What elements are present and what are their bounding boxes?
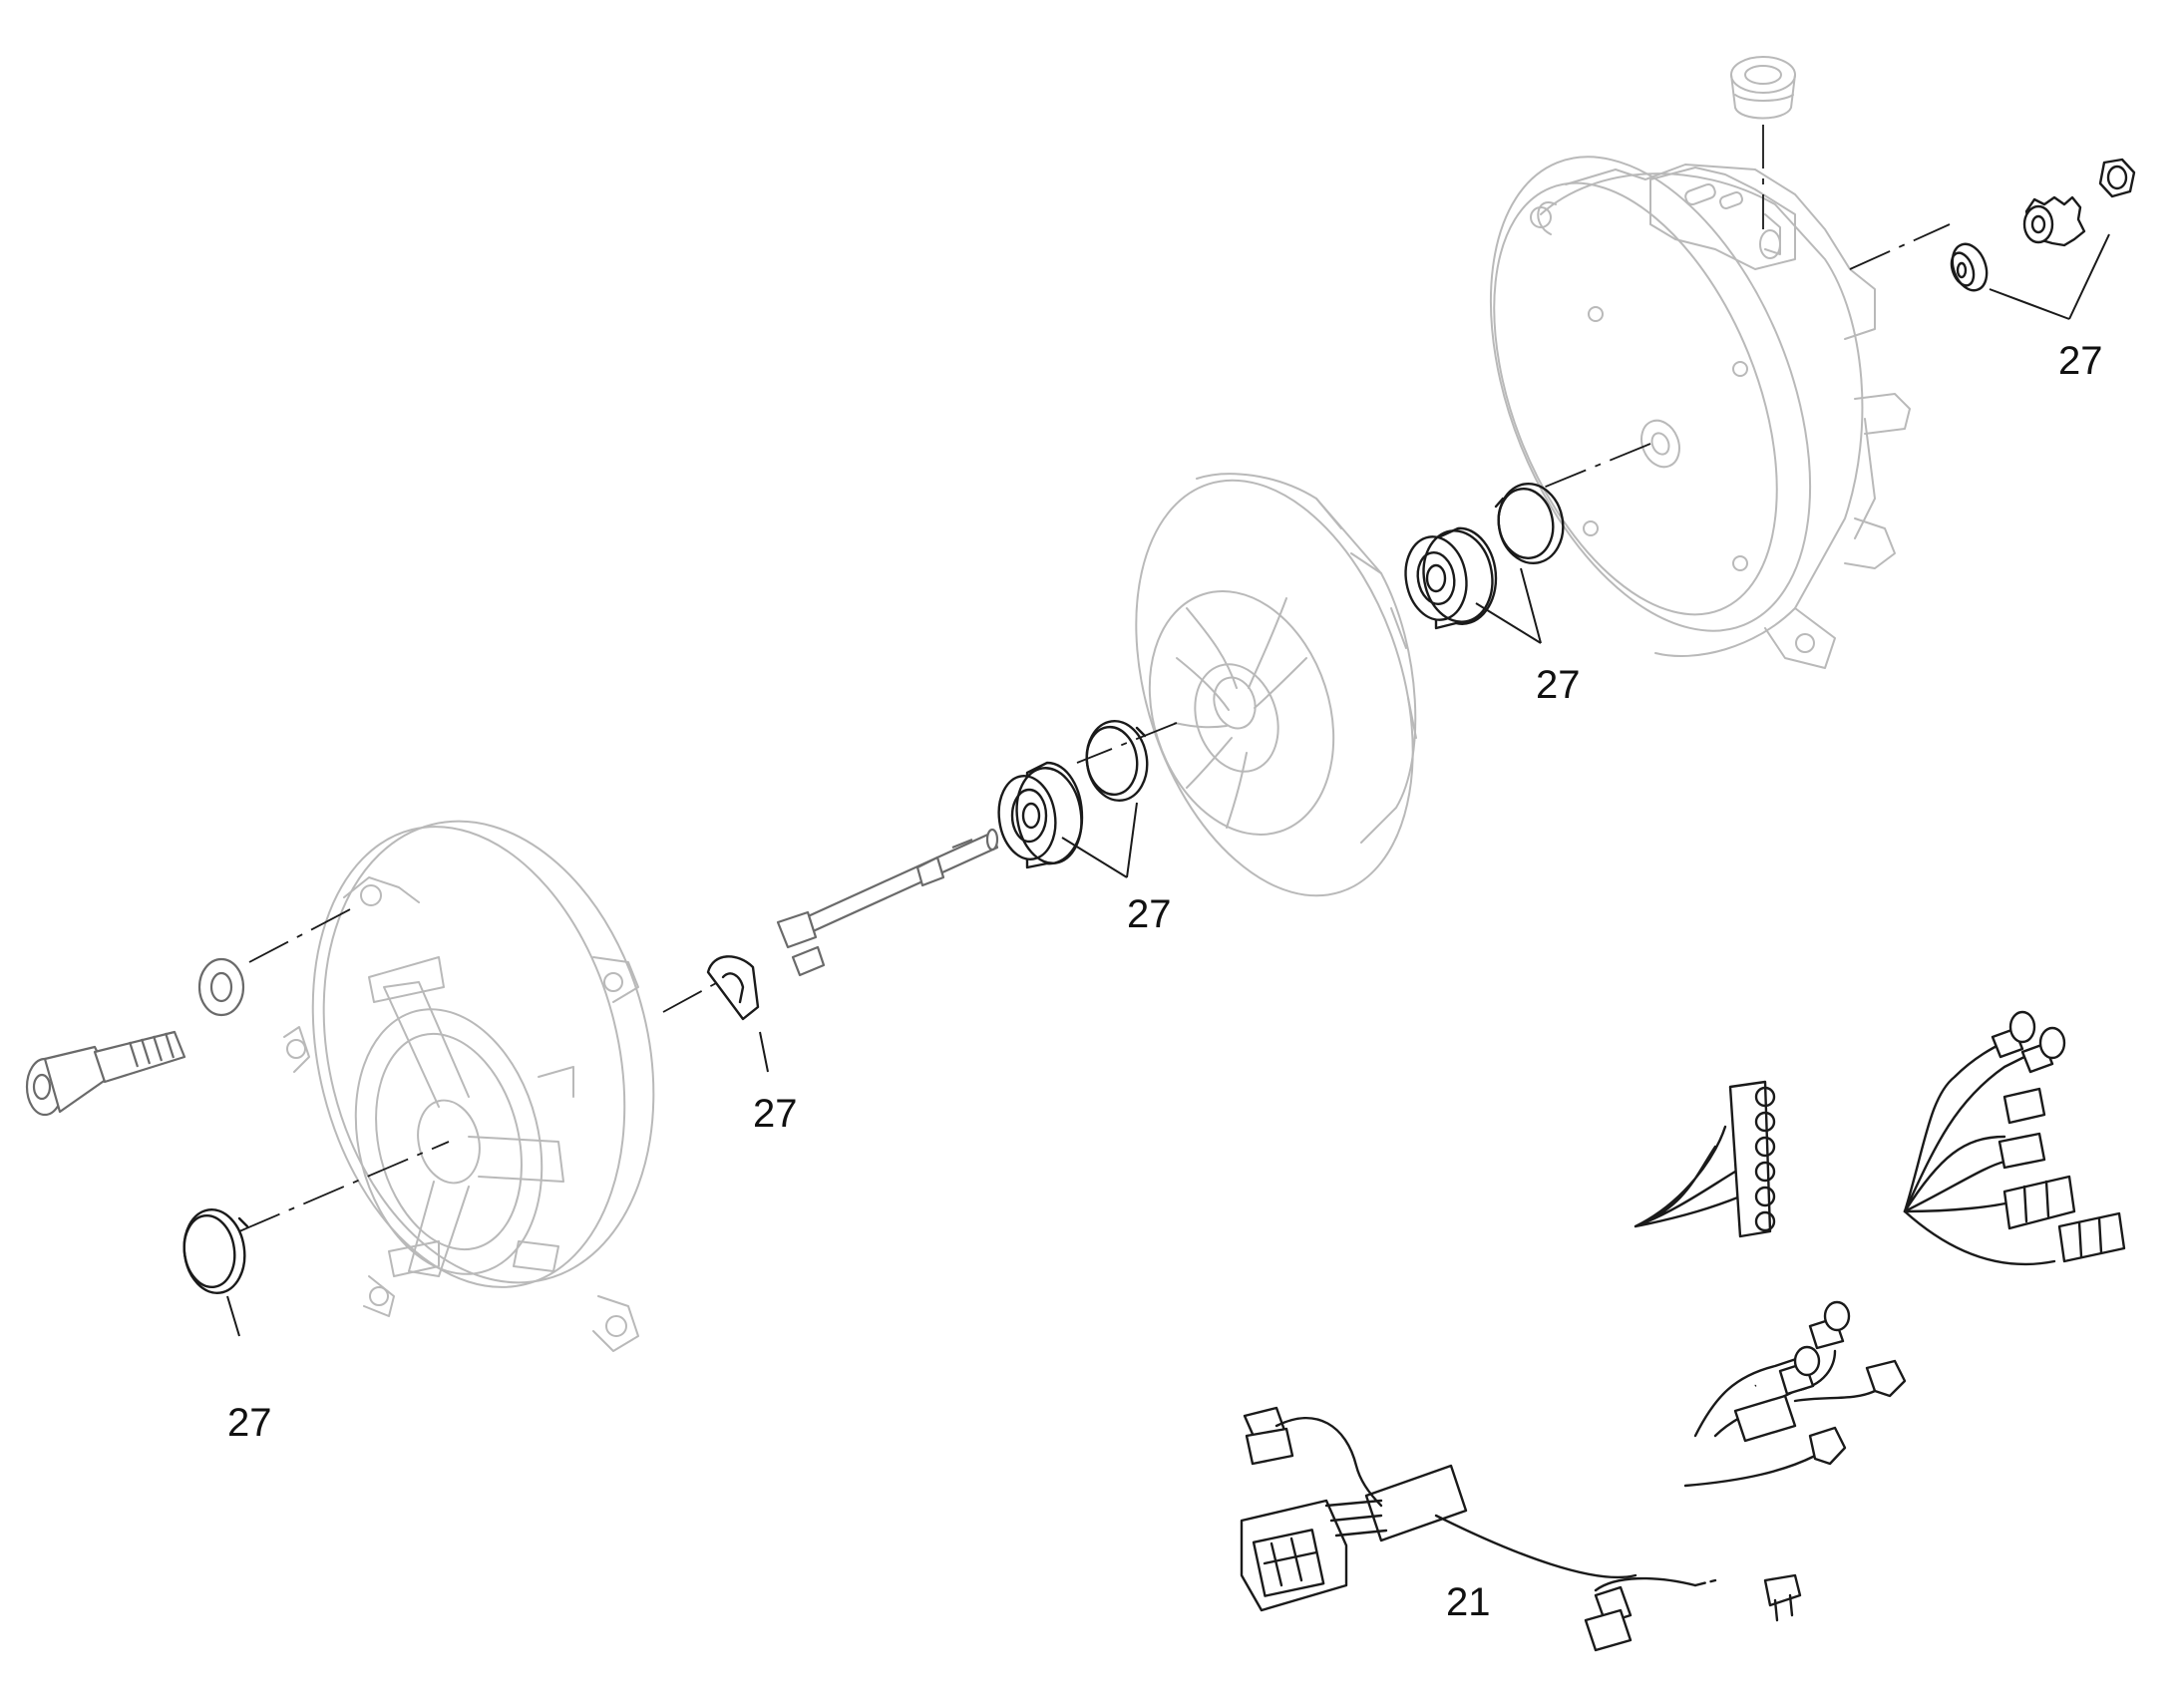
front-motor-housing	[283, 820, 655, 1352]
rear-snap-ring	[1494, 483, 1565, 564]
rear-bearing	[1404, 526, 1498, 630]
wiring-harness	[1240, 1010, 2126, 1652]
front-snap-ring	[1085, 719, 1149, 803]
callout-27-snap-ring-left: 27	[227, 1401, 272, 1445]
pinion-gear	[2022, 195, 2086, 247]
callout-27-front-bearing: 27	[1127, 892, 1172, 936]
screw-washer	[197, 957, 245, 1017]
fan-rotor	[1135, 473, 1417, 897]
assembly-axes	[238, 125, 1951, 1232]
front-bearing	[997, 761, 1084, 869]
washer-top	[1950, 242, 1989, 292]
vent-plug	[1730, 56, 1796, 120]
housing-screw	[25, 1030, 186, 1117]
left-snap-ring	[182, 1207, 249, 1295]
callout-labels: 27 27 27 27 27 21	[227, 339, 2103, 1624]
callout-27-key: 27	[753, 1092, 798, 1136]
leader-lines	[226, 233, 2110, 1337]
rear-motor-housing	[1489, 156, 1911, 669]
shaft-key	[706, 955, 760, 1021]
callout-21-harness: 21	[1446, 1580, 1491, 1624]
callout-27-rear-bearing: 27	[1536, 663, 1581, 707]
shaft-nut	[2098, 158, 2136, 198]
motor-shaft	[776, 828, 999, 977]
callout-27-top-right: 27	[2058, 339, 2103, 383]
